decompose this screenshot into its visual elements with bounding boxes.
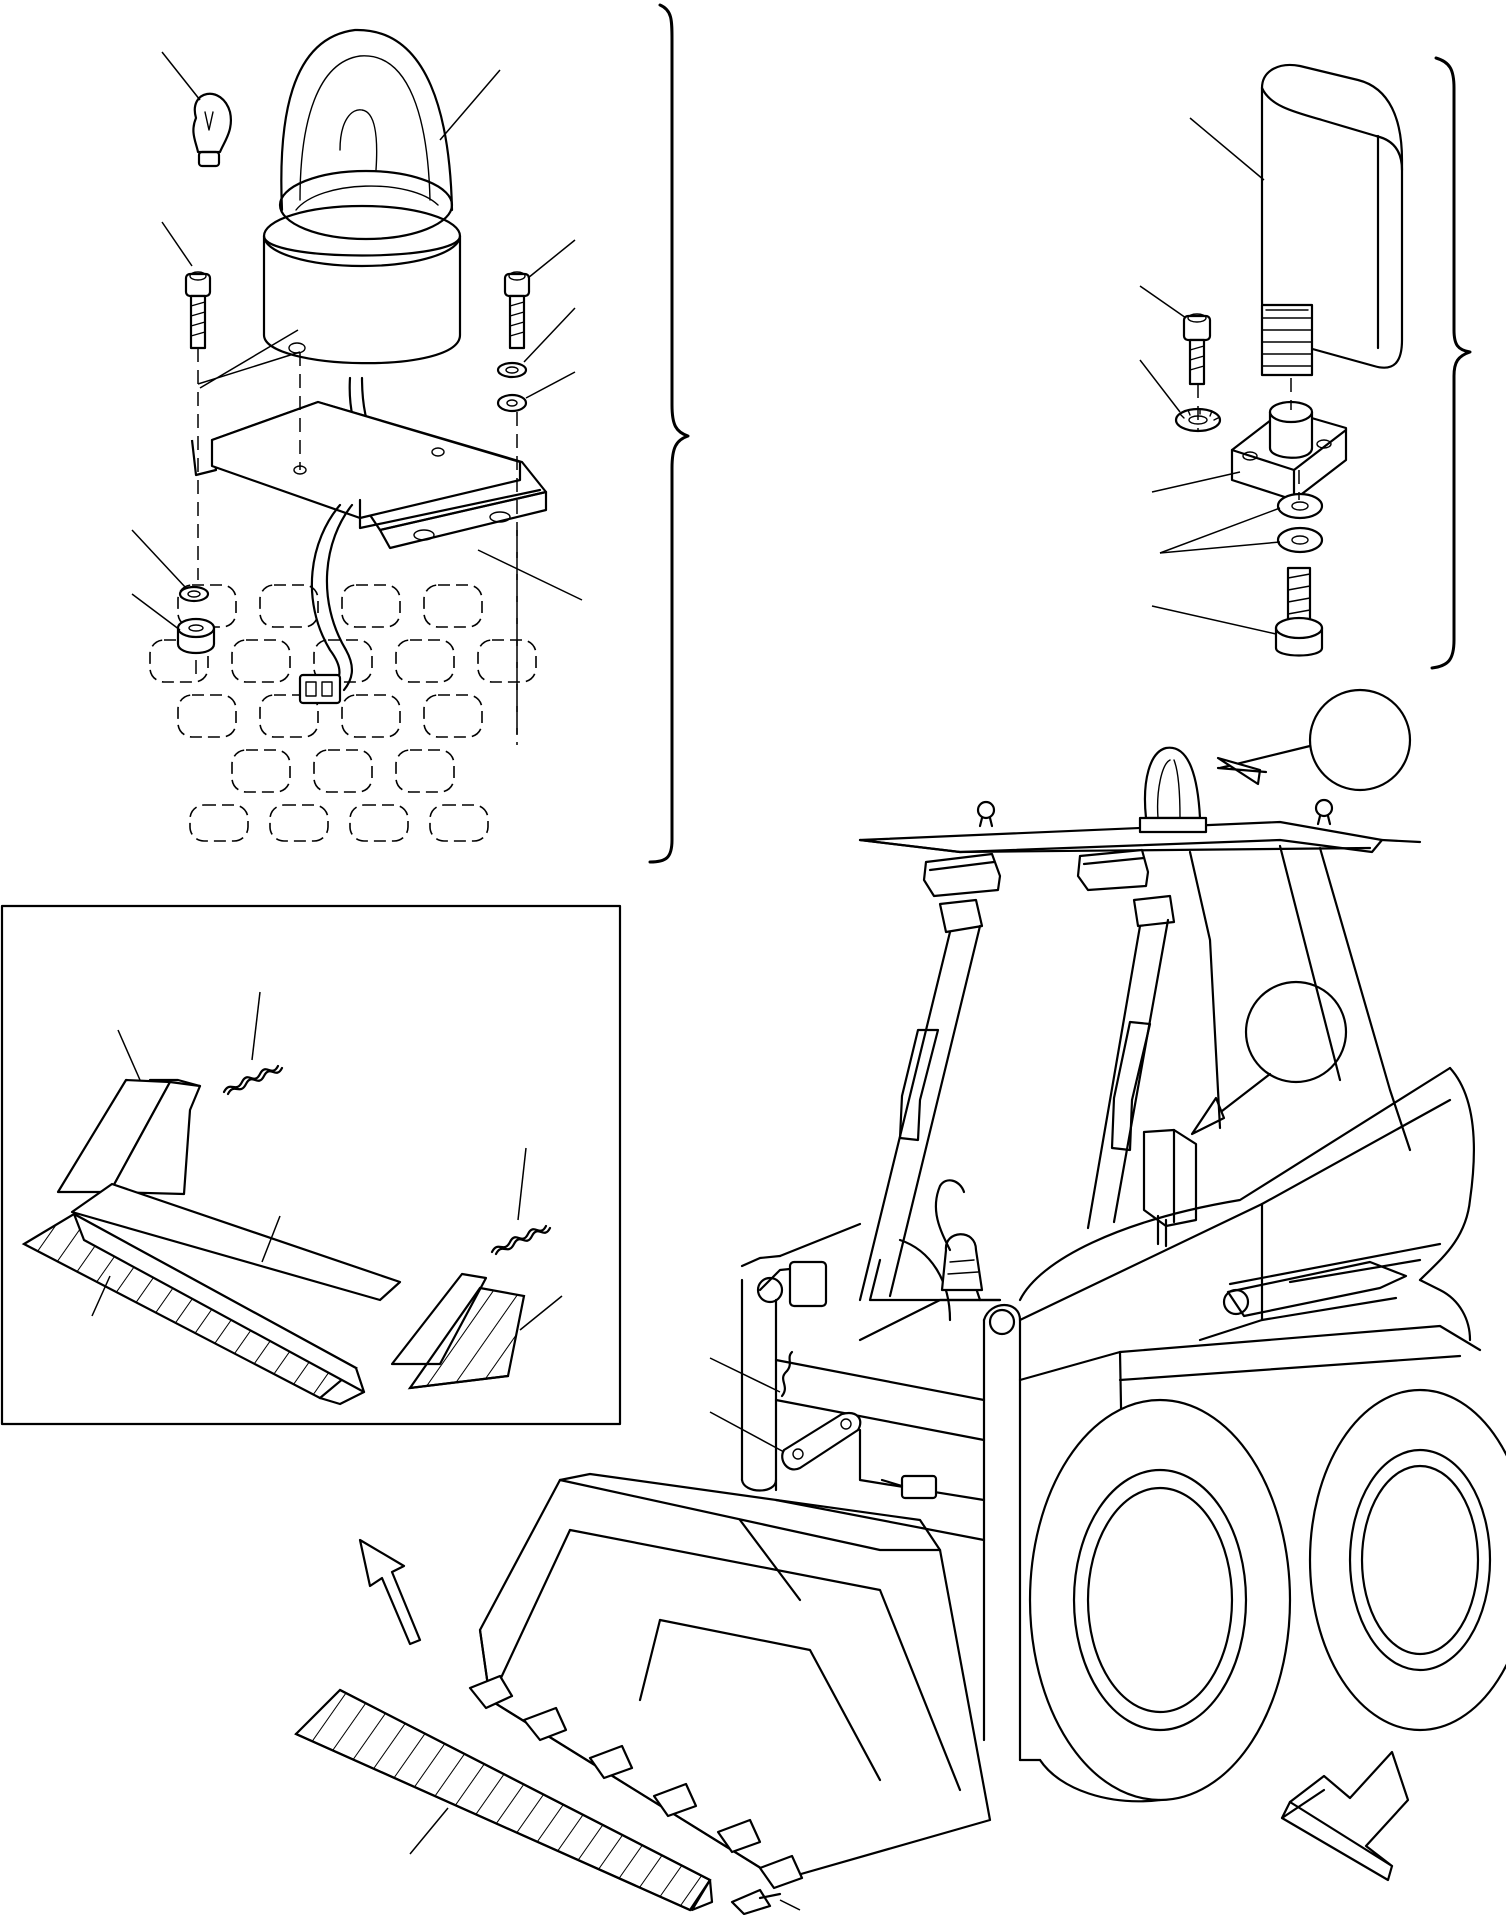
mounting-bracket	[190, 400, 583, 601]
mirror-mount-block	[1151, 400, 1348, 502]
screw-right	[503, 239, 576, 350]
roof-beacon	[1138, 746, 1208, 834]
mirror-bolt	[1151, 566, 1324, 657]
direction-arrow-front	[1280, 1750, 1410, 1882]
cab-roof	[858, 798, 1422, 854]
wheels	[1028, 1388, 1506, 1803]
mirror-exploded-view	[1139, 56, 1472, 670]
machine-body	[709, 1066, 1482, 1762]
guard-bolt	[730, 1888, 801, 1915]
mirror-washers	[1159, 492, 1324, 554]
side-mirror	[1142, 1128, 1198, 1248]
guard-spring-left	[222, 991, 284, 1096]
mirror-spring-stem	[1260, 303, 1314, 377]
screw-left	[161, 221, 212, 350]
guard-left-bracket	[56, 1029, 202, 1196]
lock-washer-left	[131, 529, 210, 603]
nut-left	[131, 593, 216, 655]
guard-right-bracket	[390, 1272, 563, 1390]
inset-frame	[0, 904, 622, 1426]
callout-balloon-mirror	[1190, 980, 1348, 1136]
cab-roof-mesh	[149, 584, 537, 842]
front-work-lights	[922, 848, 1176, 934]
guard-hatched-strip	[21, 1212, 366, 1406]
skid-steer-loader	[294, 688, 1506, 1915]
bulb	[161, 51, 232, 168]
bucket-guard-inset	[0, 904, 622, 1426]
beacon-exploded-view	[131, 3, 690, 864]
mirror-group-brace	[1430, 56, 1472, 670]
lock-washer-right	[496, 307, 576, 379]
beacon-dome	[278, 28, 501, 241]
beacon-group-brace	[648, 3, 690, 864]
rops-frame	[858, 844, 1412, 1302]
guard-center-bar	[70, 1182, 402, 1302]
bucket-edge-guard	[294, 1688, 714, 1912]
guard-spring-right	[490, 1147, 552, 1256]
callout-balloon-beacon	[1216, 688, 1412, 792]
mirror-toothed-washer	[1139, 359, 1222, 433]
bucket	[468, 1472, 992, 1890]
beacon-base	[199, 204, 462, 442]
mirror-screw	[1139, 285, 1212, 386]
washer-right	[496, 371, 576, 413]
beacon-cable	[298, 503, 354, 705]
direction-arrow-up	[358, 1538, 422, 1646]
